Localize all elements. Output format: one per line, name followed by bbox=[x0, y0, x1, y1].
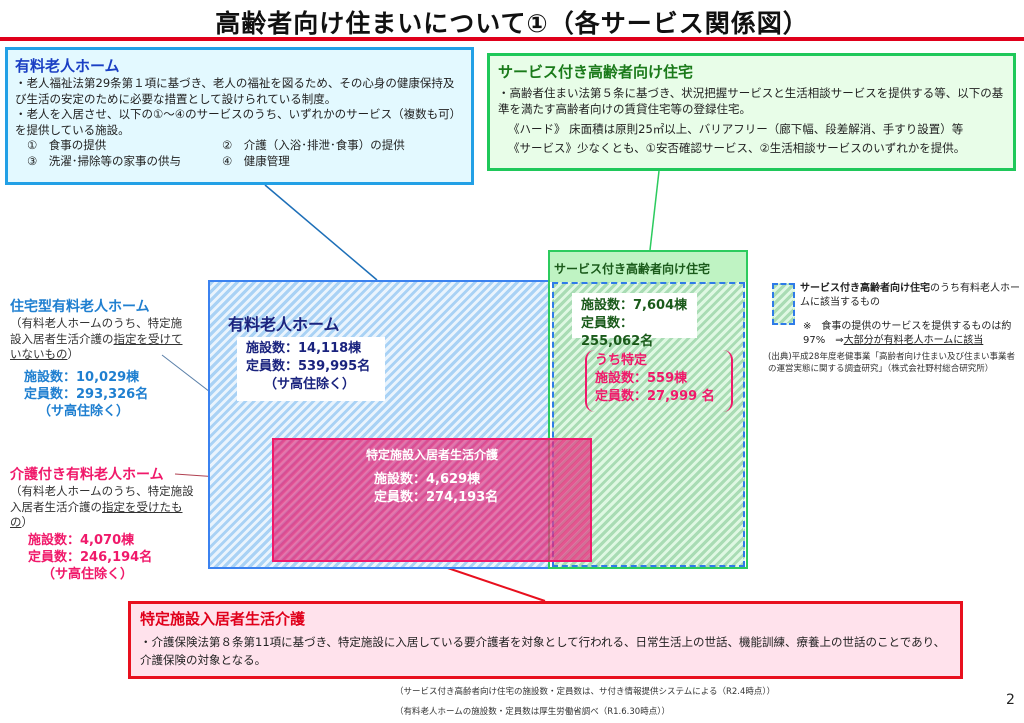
sakoju-hard-criteria: 《ハード》 床面積は原則25㎡以上、バリアフリー（廊下幅、段差解消、手すり設置）… bbox=[508, 122, 964, 136]
legend-note-text: ※ 食事の提供のサービスを提供するものは約97% ⇒ bbox=[803, 321, 1012, 346]
footnote: （サービス付き高齢者向け住宅の施設数・定員数は、サ付き情報提供システムによる（R… bbox=[395, 687, 776, 697]
yuryo-definition-box: 有料老人ホーム ・老人福祉法第29条第１項に基づき、老人の福祉を図るため、その心… bbox=[5, 47, 474, 185]
legend-swatch bbox=[772, 283, 795, 325]
yuryo-capacity: 定員数：539,995名 bbox=[246, 359, 371, 374]
sakoju-capacity: 定員数：255,062名 bbox=[581, 316, 654, 349]
sakoju-definition-line: ・高齢者住まい法第５条に基づき、状況把握サービスと生活相談サービスを提供する等、… bbox=[498, 86, 1004, 116]
tokutei-definition-title: 特定施設入居者生活介護 bbox=[140, 610, 306, 628]
sakoju-tokutei-capacity: 定員数：27,999 名 bbox=[595, 389, 715, 404]
sakoju-definition-box: サービス付き高齢者向け住宅 ・高齢者住まい法第５条に基づき、状況把握サービスと生… bbox=[487, 53, 1016, 171]
sakoju-definition-title: サービス付き高齢者向け住宅 bbox=[498, 63, 694, 81]
kaigo-tsuki-capacity: 定員数：246,194名 bbox=[28, 549, 153, 565]
jutaku-gata-note: （サ高住除く） bbox=[38, 403, 130, 419]
kaigo-tsuki-desc: （有料老人ホームのうち、特定施設入居者生活介護の bbox=[10, 484, 194, 514]
sakoju-service-criteria: 《サービス》少なくとも、①安否確認サービス、②生活相談サービスのいずれかを提供。 bbox=[508, 141, 966, 155]
jutaku-gata-title: 住宅型有料老人ホーム bbox=[10, 299, 150, 315]
jutaku-gata-facilities: 施設数：10,029棟 bbox=[24, 369, 140, 385]
legend-text: サービス付き高齢者向け住宅のうち有料老人ホームに該当するもの bbox=[800, 282, 1020, 310]
service-item: ② 介護（入浴･排泄･食事）の提供 bbox=[222, 138, 405, 152]
tokutei-capacity: 定員数：274,193名 bbox=[374, 490, 499, 505]
sakoju-stats: 施設数：7,604棟 定員数：255,062名 bbox=[572, 293, 697, 349]
sakoju-area bbox=[548, 250, 748, 569]
service-item: ③ 洗濯･掃除等の家事の供与 bbox=[27, 153, 182, 168]
yuryo-area-label: 有料老人ホーム bbox=[228, 315, 340, 334]
tokutei-definition-text: ・介護保険法第８条第11項に基づき、特定施設に入居している要介護者を対象として行… bbox=[140, 635, 946, 667]
legend-note: ※ 食事の提供のサービスを提供するものは約97% ⇒大部分が有料老人ホームに該当 bbox=[803, 320, 1021, 348]
source-citation: (出典)平成28年度老健事業「高齢者向け住まい及び住まい事業者の運営実態に関する… bbox=[768, 352, 1015, 374]
kaigo-tsuki-desc-end: ） bbox=[21, 515, 34, 529]
tokutei-facilities: 施設数：4,629棟 bbox=[374, 472, 481, 487]
service-item: ④ 健康管理 bbox=[222, 153, 290, 168]
jutaku-gata-desc-end: ） bbox=[67, 347, 80, 361]
kaigo-tsuki-section: 介護付き有料老人ホーム （有料老人ホームのうち、特定施設入居者生活介護の指定を受… bbox=[10, 464, 200, 583]
yuryo-definition-line: ・老人福祉法第29条第１項に基づき、老人の福祉を図るため、その心身の健康保持及び… bbox=[15, 76, 455, 106]
jutaku-gata-desc: （有料老人ホームのうち、特定施設入居者生活介護の bbox=[10, 316, 183, 346]
kaigo-tsuki-desc-underline: 指定を受けたもの bbox=[10, 499, 183, 530]
legend-bold: サービス付き高齢者向け住宅 bbox=[800, 283, 930, 294]
page-title: 高齢者向け住まいについて①（各サービス関係図） bbox=[215, 9, 809, 38]
title-divider bbox=[0, 37, 1024, 41]
yuryo-definition-title: 有料老人ホーム bbox=[15, 57, 120, 75]
yuryo-note: （サ高住除く） bbox=[264, 377, 356, 392]
jutaku-gata-capacity: 定員数：293,326名 bbox=[24, 386, 149, 402]
sakoju-tokutei-label: うち特定 bbox=[595, 353, 648, 368]
jutaku-gata-desc-underline: 指定を受けていないもの bbox=[10, 331, 183, 362]
yuryo-definition-line: ・老人を入居させ、以下の①～④のサービスのうち、いずれかのサービス（複数も可）を… bbox=[15, 107, 462, 137]
sakoju-tokutei-stats: うち特定 施設数：559棟 定員数：27,999 名 bbox=[585, 350, 733, 412]
tokutei-definition-box: 特定施設入居者生活介護 ・介護保険法第８条第11項に基づき、特定施設に入居してい… bbox=[128, 601, 963, 679]
yuryo-stats: 施設数：14,118棟 定員数：539,995名 （サ高住除く） bbox=[237, 337, 385, 401]
kaigo-tsuki-title: 介護付き有料老人ホーム bbox=[10, 467, 164, 483]
tokutei-area: 特定施設入居者生活介護 施設数：4,629棟 定員数：274,193名 bbox=[272, 438, 592, 562]
yuryo-facilities: 施設数：14,118棟 bbox=[246, 341, 362, 356]
jutaku-gata-section: 住宅型有料老人ホーム （有料老人ホームのうち、特定施設入居者生活介護の指定を受け… bbox=[10, 296, 185, 420]
sakoju-area-label: サービス付き高齢者向け住宅 bbox=[550, 252, 746, 282]
kaigo-tsuki-facilities: 施設数：4,070棟 bbox=[28, 532, 135, 548]
legend-note-underline: 大部分が有料老人ホームに該当 bbox=[843, 335, 984, 346]
kaigo-tsuki-note: （サ高住除く） bbox=[42, 566, 134, 582]
service-list: ① 食事の提供 ② 介護（入浴･排泄･食事）の提供 ③ 洗濯･掃除等の家事の供与… bbox=[15, 138, 464, 169]
legend-desc: のうち有料老人ホームに該当するもの bbox=[800, 283, 1020, 308]
page-number: 2 bbox=[1006, 692, 1015, 708]
service-item: ① 食事の提供 bbox=[27, 138, 107, 152]
tokutei-area-label: 特定施設入居者生活介護 bbox=[365, 448, 498, 462]
footnote: （有料老人ホームの施設数・定員数は厚生労働省調べ（R1.6.30時点）） bbox=[395, 707, 670, 717]
sakoju-tokutei-facilities: 施設数：559棟 bbox=[595, 371, 688, 386]
sakoju-facilities: 施設数：7,604棟 bbox=[581, 298, 688, 313]
